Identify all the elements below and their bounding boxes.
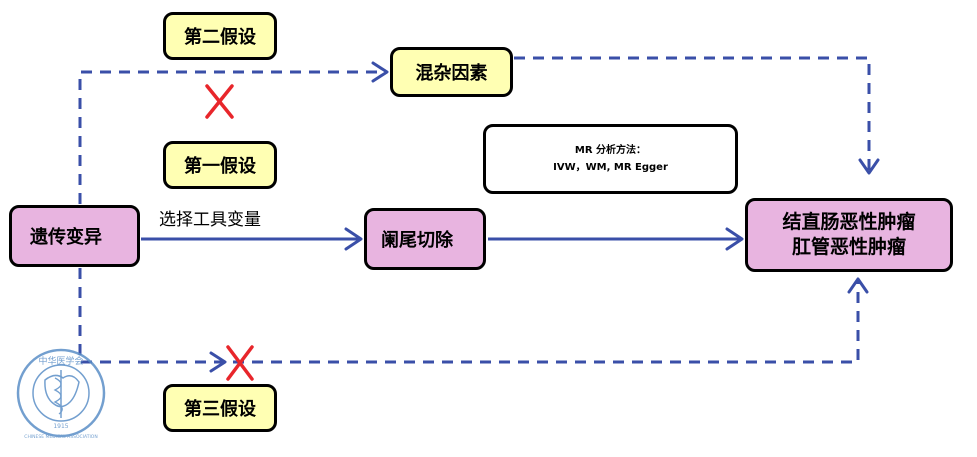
cma-logo-year: 1915 [53,423,68,430]
cross-mark-third-hypothesis [226,345,254,381]
confounders-box: 混杂因素 [390,47,513,97]
genetic-variant-box: 遗传变异 [9,205,140,267]
third-hypothesis-label: 第三假设 [184,399,256,420]
second-hypothesis-box: 第二假设 [163,12,277,60]
appendectomy-label: 阑尾切除 [381,230,453,251]
arrowhead-outcome-left [725,227,744,251]
mr-method-title: MR 分析方法： [574,145,647,156]
appendectomy-box: 阑尾切除 [364,208,486,270]
mr-method-list: IVW，WM, MR Egger [553,162,668,173]
first-hypothesis-label: 第一假设 [184,156,256,177]
arrowhead-appendectomy [344,227,363,251]
confounders-label: 混杂因素 [415,63,488,84]
third-hypothesis-box: 第三假设 [163,384,277,432]
arrowhead-outcome-top [858,158,880,175]
arrowhead-confounders [371,61,389,83]
dashed-arrow-confounders-to-outcome [514,56,871,172]
arrowhead-outcome-bottom [847,277,869,294]
genetic-variant-label: 遗传变异 [30,227,102,248]
outcome-label-anal: 肛管恶性肿瘤 [791,236,906,258]
outcome-label-colorectal: 结直肠恶性肿瘤 [782,211,916,233]
cross-mark-second-hypothesis [205,84,234,119]
dashed-arrow-direct-to-outcome [78,268,860,364]
cma-logo-text-top: 中华医学会 [38,355,83,367]
first-hypothesis-box: 第一假设 [163,141,277,189]
mr-method-box: MR 分析方法： IVW，WM, MR Egger [483,124,738,194]
dashed-arrow-to-confounders [78,70,386,204]
arrowhead-mid-bottom [209,351,227,373]
cma-logo-seal: 中华医学会 1915 CHINESE MEDICAL ASSOCIATION [16,348,106,440]
outcome-box: 结直肠恶性肿瘤 肛管恶性肿瘤 [745,198,953,272]
second-hypothesis-label: 第二假设 [184,27,256,48]
cma-logo-text-bottom: CHINESE MEDICAL ASSOCIATION [24,434,97,440]
instrument-selection-label: 选择工具变量 [159,210,261,230]
